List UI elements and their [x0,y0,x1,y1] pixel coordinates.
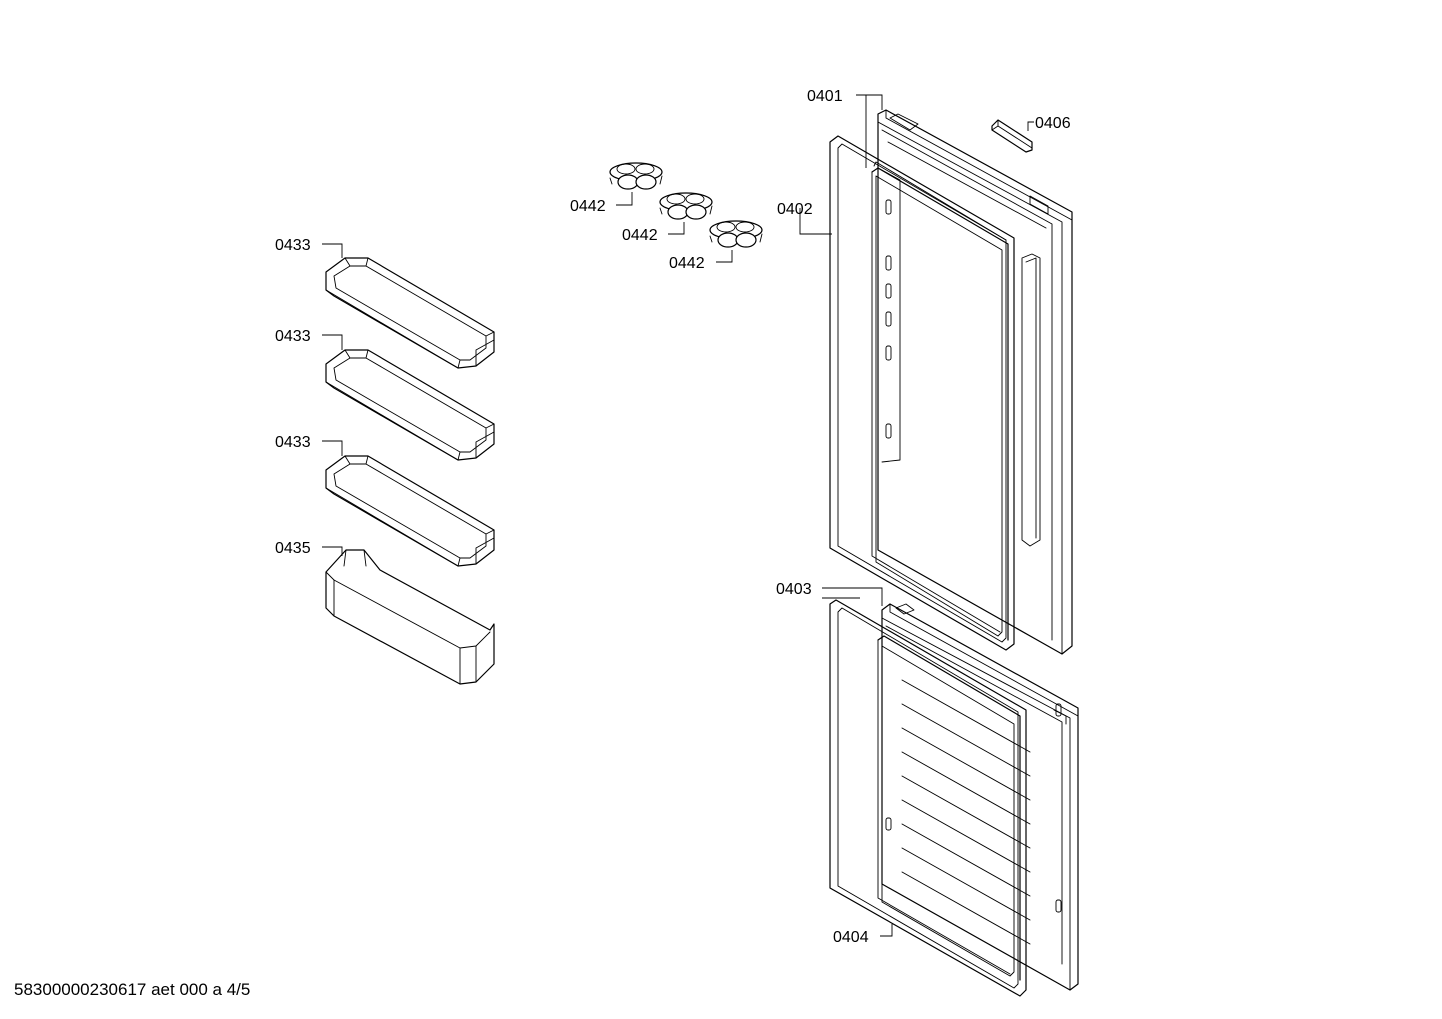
upper-door-gasket [829,135,1015,651]
leader-lines [322,94,1034,937]
callout-0433-b: 0433 [275,328,311,345]
door-shelf-3 [325,455,495,567]
egg-tray-1 [609,162,663,190]
callout-0401: 0401 [807,88,843,105]
handle-cap [991,119,1033,153]
door-shelf-2 [325,349,495,461]
bottle-shelf [325,549,495,685]
callout-0442-b: 0442 [622,227,658,244]
lower-door-panel [881,603,1079,991]
callout-0403: 0403 [776,581,812,598]
door-shelf-1 [325,257,495,369]
callout-0433-a: 0433 [275,237,311,254]
egg-tray-2 [659,192,713,220]
callout-0442-c: 0442 [669,255,705,272]
callout-0404: 0404 [833,929,869,946]
callout-0435: 0435 [275,540,311,557]
callout-0442-a: 0442 [570,198,606,215]
lower-door-gasket [829,599,1027,997]
drawing-code: 58300000230617 aet 000 a 4/5 [14,980,251,999]
callout-0402: 0402 [777,201,813,218]
egg-tray-3 [709,220,763,248]
callout-0433-c: 0433 [275,434,311,451]
callout-0406: 0406 [1035,115,1071,132]
upper-door-panel [877,109,1073,655]
